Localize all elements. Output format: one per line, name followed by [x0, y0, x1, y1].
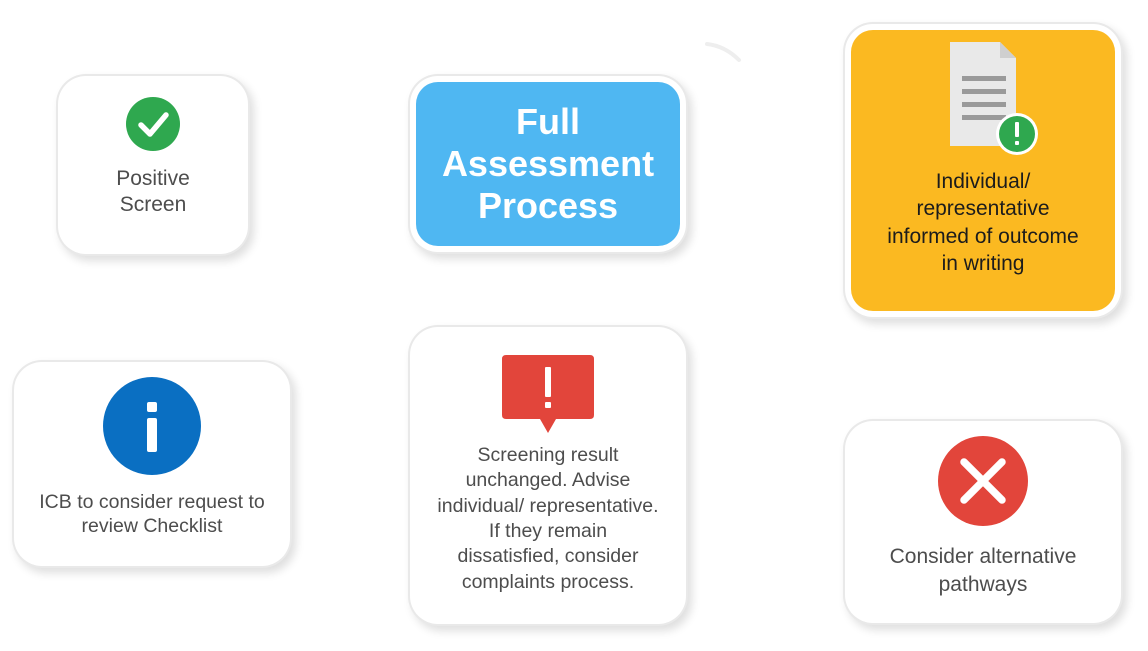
positive-screen-card: Positive Screen	[64, 82, 242, 248]
screening-unchanged-label: Screening result unchanged. Advise indiv…	[437, 444, 659, 593]
informed-outcome-card: Individual/ representative informed of o…	[851, 30, 1115, 311]
positive-screen-label: Positive Screen	[116, 167, 190, 217]
full-assessment-card: Full Assessment Process	[416, 82, 680, 246]
info-circle-icon	[102, 376, 202, 476]
document-alert-icon	[928, 38, 1038, 158]
alert-speech-bubble-icon	[502, 355, 594, 435]
icb-review-label: ICB to consider request to review Checkl…	[39, 491, 265, 538]
alternative-pathways-label: Consider alternative pathways	[889, 545, 1077, 596]
icb-review-card: ICB to consider request to review Checkl…	[20, 368, 284, 560]
x-circle-icon	[937, 435, 1029, 527]
informed-outcome-label: Individual/ representative informed of o…	[887, 170, 1079, 275]
decorative-swoosh	[705, 42, 741, 62]
alternative-pathways-card: Consider alternative pathways	[851, 427, 1115, 617]
full-assessment-label: Full Assessment Process	[441, 101, 655, 226]
screening-unchanged-card: Screening result unchanged. Advise indiv…	[416, 333, 680, 618]
check-circle-icon	[125, 96, 181, 152]
